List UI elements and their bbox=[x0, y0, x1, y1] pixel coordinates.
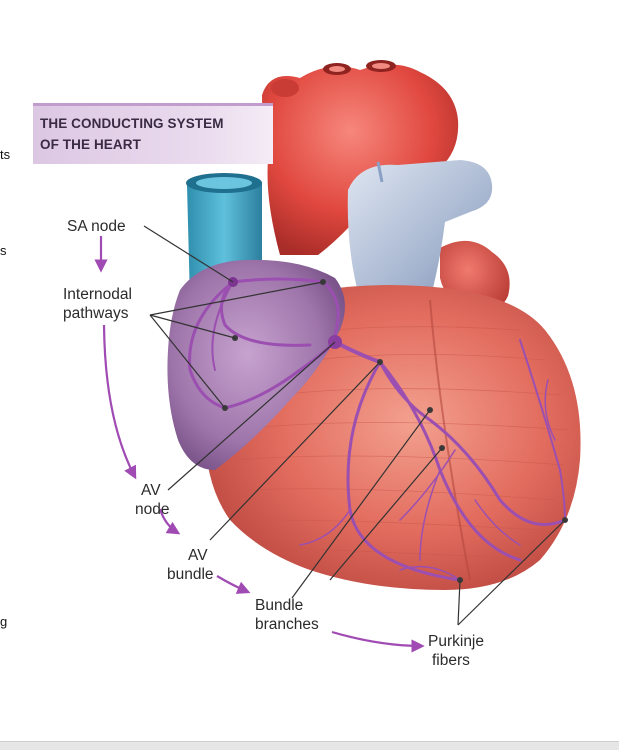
pulmonary-trunk bbox=[347, 160, 493, 300]
aortic-arch bbox=[262, 64, 459, 255]
title-line-2: OF THE HEART bbox=[40, 137, 141, 152]
purkinje-fibers-label-line1: Purkinje bbox=[428, 633, 484, 650]
edge-text-fragment: ts bbox=[0, 147, 11, 162]
av-bundle-label-line2: bundle bbox=[167, 566, 214, 583]
internodal-pathways-label-line1: Internodal bbox=[63, 286, 132, 303]
right-atrium bbox=[167, 259, 345, 470]
sa-node-label: SA node bbox=[67, 218, 126, 235]
edge-text-fragment: g bbox=[0, 614, 8, 629]
purkinje-fibers-label-line2: fibers bbox=[432, 652, 470, 669]
edge-text-fragment: s bbox=[0, 243, 7, 258]
bundle-branches-label-line1: Bundle bbox=[255, 597, 304, 614]
title-banner bbox=[33, 103, 273, 164]
title-line-1: THE CONDUCTING SYSTEM bbox=[40, 116, 224, 131]
bundle-branches-label-line2: branches bbox=[255, 616, 319, 633]
av-node-label-line2: node bbox=[135, 501, 170, 518]
av-node-label-line1: AV bbox=[141, 482, 161, 499]
internodal-pathways-label-line2: pathways bbox=[63, 305, 129, 322]
bottom-scrollbar-strip bbox=[0, 741, 619, 750]
av-bundle-label-line1: AV bbox=[188, 547, 208, 564]
